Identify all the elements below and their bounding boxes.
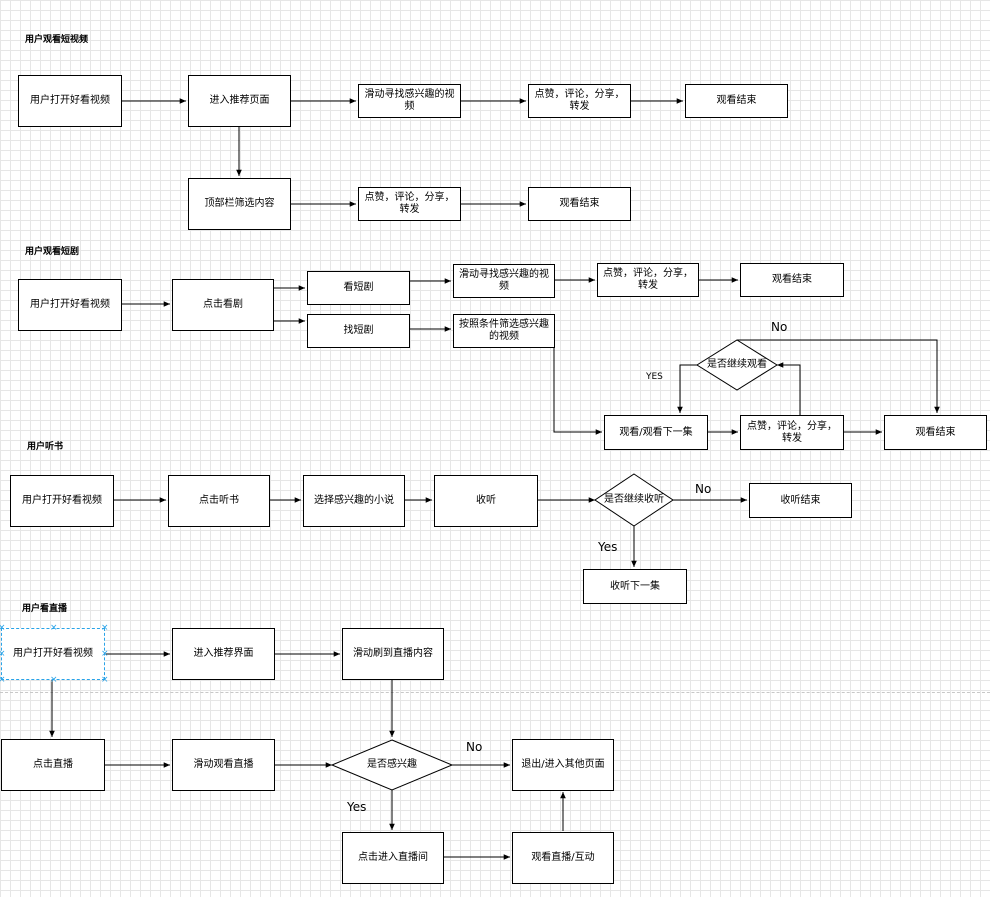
ab-yes-label: Yes: [598, 540, 618, 554]
sv-like-node-1[interactable]: 点赞，评论，分享，转发: [528, 84, 631, 118]
lv-swipe-node[interactable]: 滑动刷到直播内容: [342, 628, 444, 680]
sd-next-node[interactable]: 观看/观看下一集: [604, 415, 708, 450]
sd-end-node-2[interactable]: 观看结束: [884, 415, 987, 450]
sd-like-node-2[interactable]: 点赞，评论，分享，转发: [740, 415, 844, 450]
section-title-audiobook: 用户听书: [27, 442, 64, 452]
sd-watch-node[interactable]: 看短剧: [307, 271, 410, 305]
ab-end-node[interactable]: 收听结束: [749, 483, 852, 518]
ab-no-label: No: [695, 482, 712, 496]
sd-yes-label: YES: [646, 372, 663, 382]
sd-like-node-1[interactable]: 点赞，评论，分享，转发: [597, 263, 699, 297]
ab-choose-node[interactable]: 选择感兴趣的小说: [303, 475, 405, 527]
sd-find-node[interactable]: 找短剧: [307, 314, 410, 348]
selection-handle-icon[interactable]: ×: [50, 623, 58, 633]
sd-continue-label[interactable]: 是否继续观看: [707, 359, 767, 370]
sv-end-node-2[interactable]: 观看结束: [528, 187, 631, 221]
sd-end-node-1[interactable]: 观看结束: [740, 263, 844, 297]
sv-recommend-node[interactable]: 进入推荐页面: [188, 75, 291, 127]
sd-continue-diamond: [696, 339, 778, 391]
sd-click-node[interactable]: 点击看剧: [172, 279, 274, 331]
sd-filter-node[interactable]: 按照条件筛选感兴趣的视频: [453, 314, 555, 348]
ab-open-node[interactable]: 用户打开好看视频: [10, 475, 114, 527]
selection-handle-icon[interactable]: ×: [101, 623, 109, 633]
lv-interest-diamond: [330, 739, 454, 791]
ab-continue-diamond: [594, 473, 674, 527]
section-title-short-drama: 用户观看短剧: [25, 247, 80, 257]
selection-handle-icon[interactable]: ×: [50, 675, 58, 685]
selection-handle-icon[interactable]: ×: [0, 649, 6, 659]
sv-end-node-1[interactable]: 观看结束: [685, 84, 788, 118]
sv-like-node-2[interactable]: 点赞，评论，分享，转发: [358, 187, 461, 221]
section-title-short-video: 用户观看短视频: [25, 35, 89, 45]
ab-click-node[interactable]: 点击听书: [168, 475, 270, 527]
lv-interact-node[interactable]: 观看直播/互动: [512, 832, 614, 884]
sd-swipe-node[interactable]: 滑动寻找感兴趣的视频: [453, 264, 555, 298]
ab-listen-node[interactable]: 收听: [434, 475, 538, 527]
sv-open-node[interactable]: 用户打开好看视频: [18, 75, 122, 127]
ab-continue-label[interactable]: 是否继续收听: [604, 494, 664, 505]
lv-recommend-node[interactable]: 进入推荐界面: [172, 628, 275, 680]
selection-handle-icon[interactable]: ×: [0, 675, 6, 685]
sv-swipe-node[interactable]: 滑动寻找感兴趣的视频: [358, 84, 461, 118]
lv-interest-label[interactable]: 是否感兴趣: [367, 759, 417, 770]
lv-enter-node[interactable]: 点击进入直播间: [342, 832, 444, 884]
lv-click-node[interactable]: 点击直播: [1, 739, 105, 791]
lv-watch-node[interactable]: 滑动观看直播: [172, 739, 275, 791]
selection-handle-icon[interactable]: ×: [0, 623, 6, 633]
section-title-live: 用户看直播: [22, 604, 68, 614]
lv-exit-node[interactable]: 退出/进入其他页面: [512, 739, 614, 791]
selection-handle-icon[interactable]: ×: [101, 649, 109, 659]
ab-next-node[interactable]: 收听下一集: [583, 569, 687, 604]
lv-yes-label: Yes: [347, 800, 367, 814]
sd-no-label: No: [771, 320, 788, 334]
sd-open-node[interactable]: 用户打开好看视频: [18, 279, 122, 331]
lv-no-label: No: [466, 740, 483, 754]
page-divider: [0, 692, 990, 693]
lv-open-node[interactable]: 用户打开好看视频: [1, 628, 105, 680]
selection-handle-icon[interactable]: ×: [101, 675, 109, 685]
sv-topbar-node[interactable]: 顶部栏筛选内容: [188, 178, 291, 230]
